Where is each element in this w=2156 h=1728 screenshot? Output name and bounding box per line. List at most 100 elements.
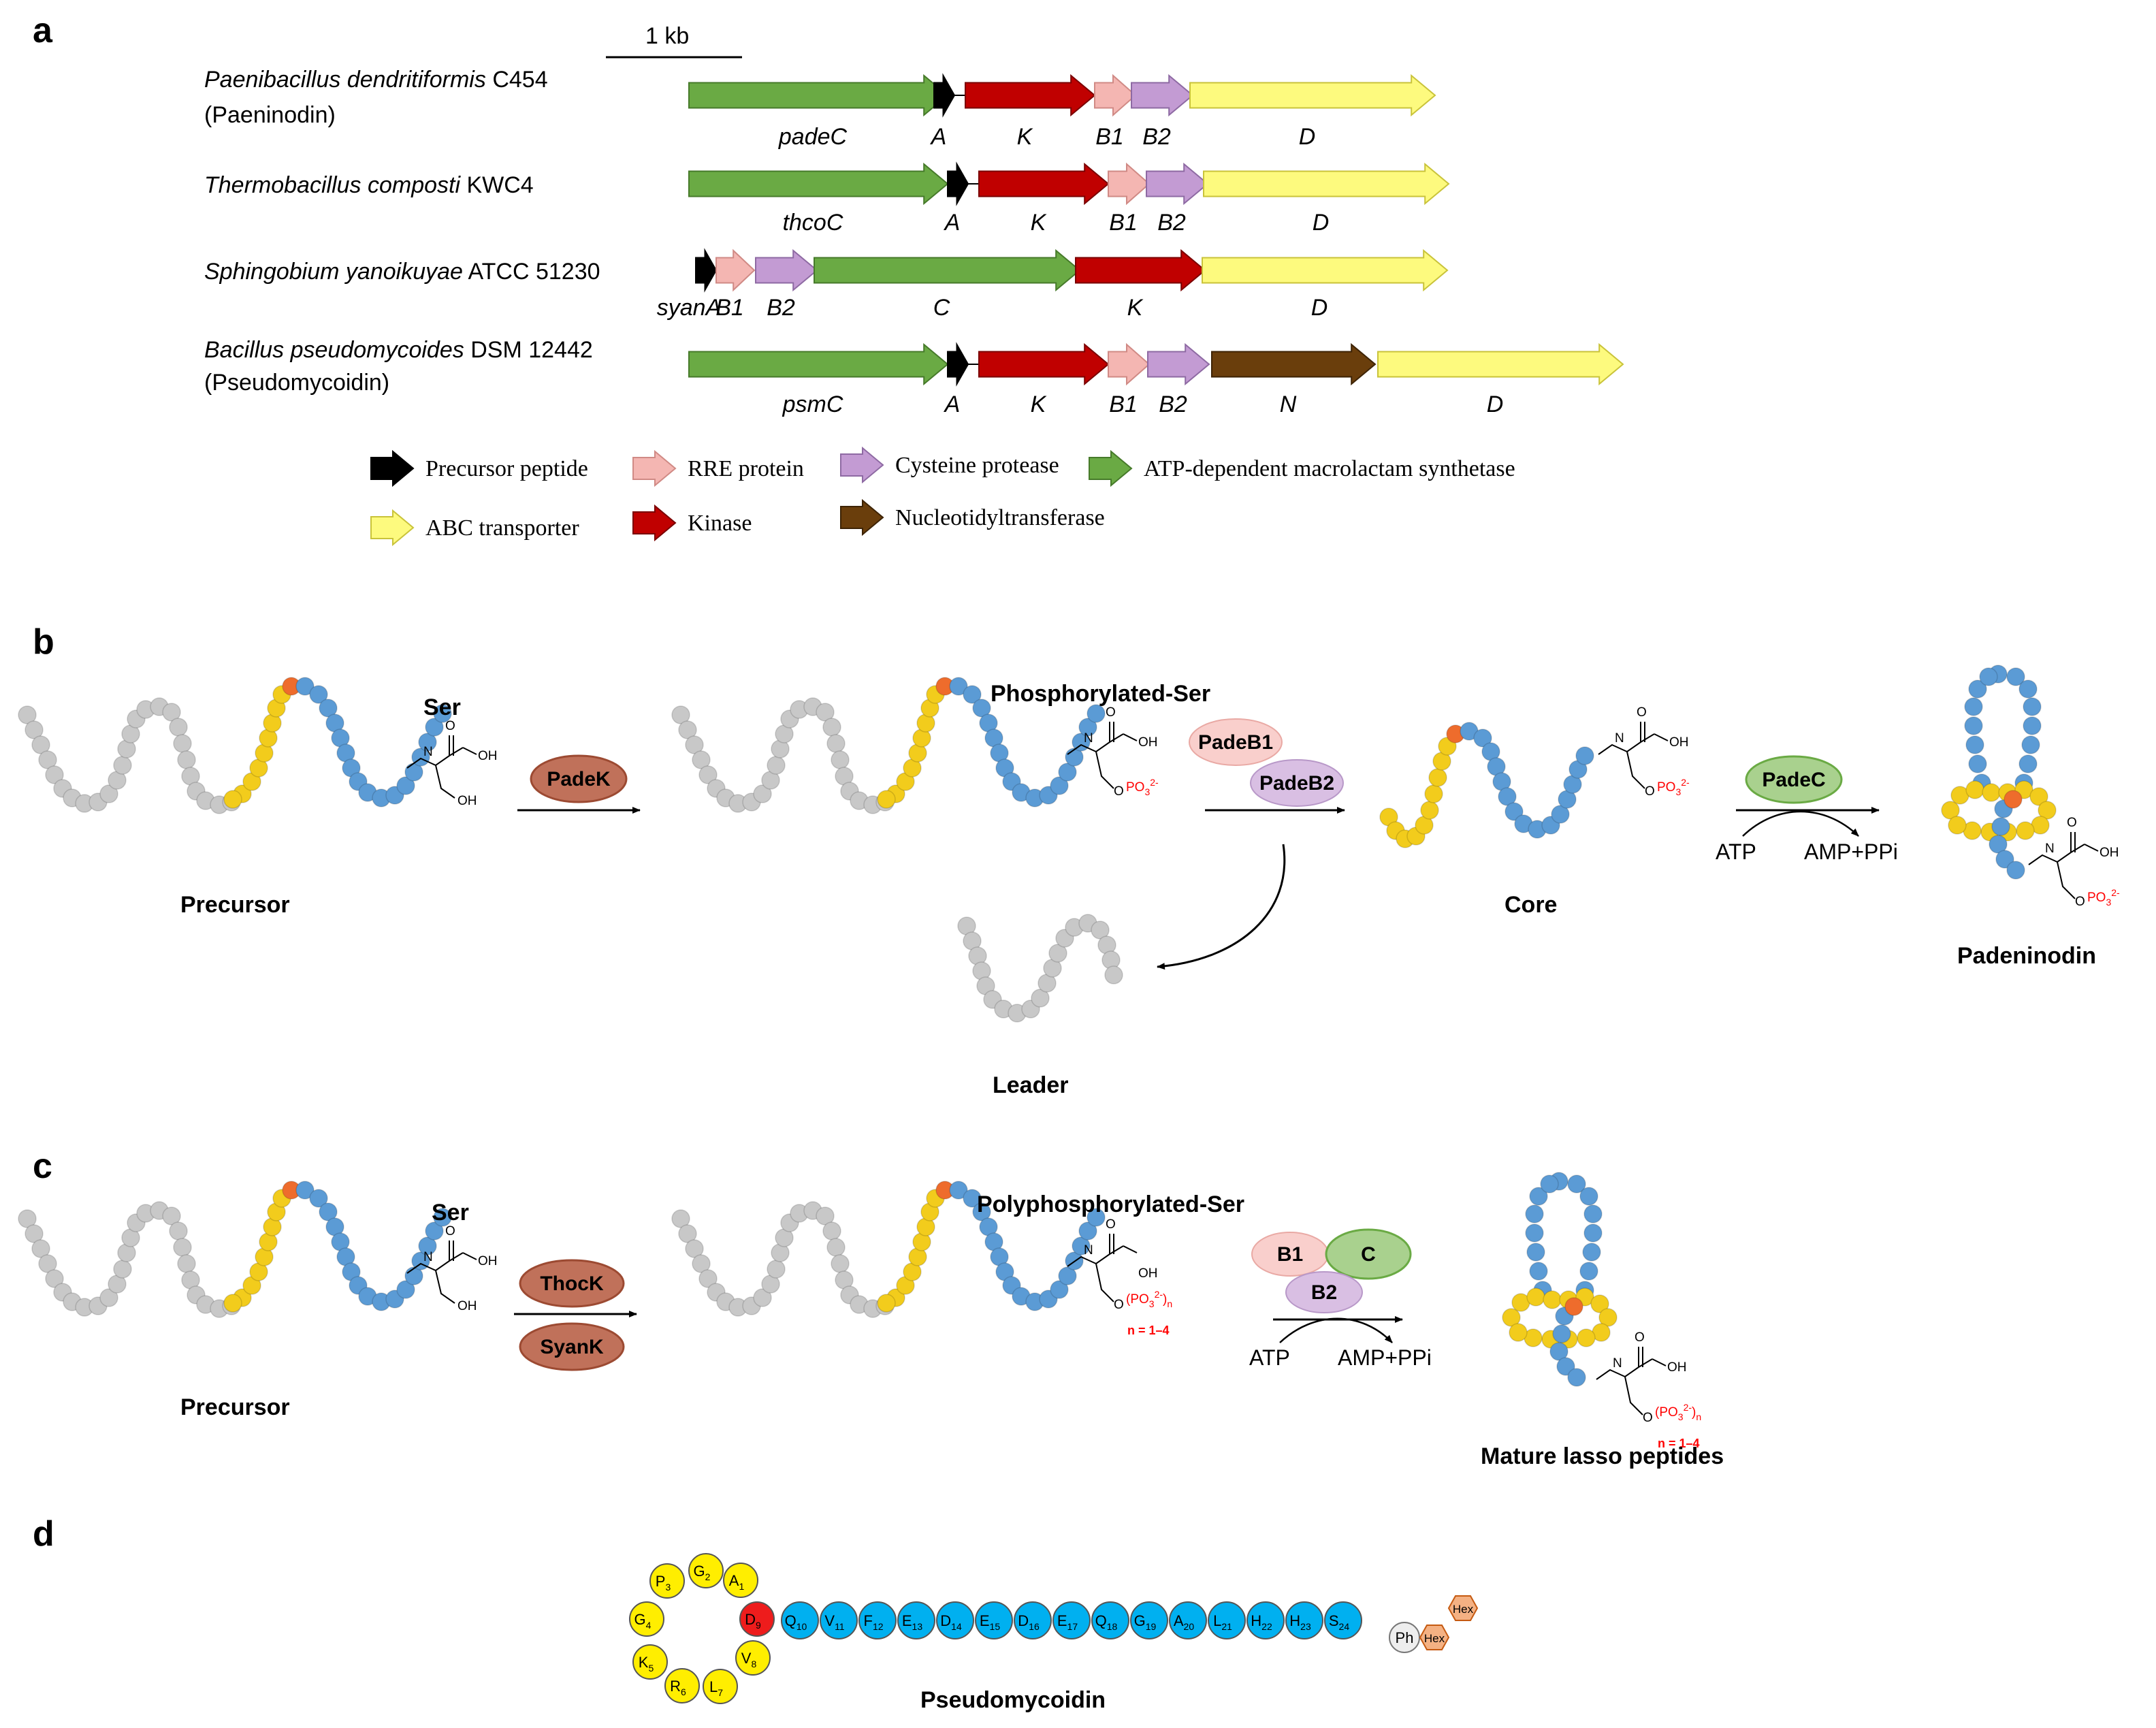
residue-label: K5 [639, 1654, 654, 1674]
gene-label-C: C [933, 295, 950, 321]
panel-a-gene-clusters: 1 kb Paenibacillus dendritiformis C454 (… [204, 23, 1624, 547]
residue-label: F12 [863, 1612, 883, 1632]
panel-c-pathway: Ser Polyphosphorylated-Ser N O OH OH Tho… [18, 1172, 1724, 1469]
padek-enzyme [530, 754, 628, 803]
gene-label-K: K [1017, 124, 1033, 150]
residue-bead [1505, 802, 1524, 821]
gene-label-D: D [1311, 295, 1328, 321]
core-label: Core [1505, 892, 1557, 918]
residue-label: L21 [1213, 1612, 1232, 1632]
residue-bead [162, 1206, 181, 1226]
residue-L7 [703, 1669, 738, 1704]
residue-label: V11 [824, 1612, 844, 1632]
padeb1-label: PadeB1 [1198, 731, 1273, 754]
residue-label: E13 [902, 1612, 922, 1632]
po3-label-4: PO32- [2087, 887, 2120, 908]
chem-oh-c1b: OH [457, 1299, 477, 1313]
residue-label: H23 [1289, 1612, 1311, 1632]
residue-bead [816, 703, 835, 722]
chem-n-3: N [1615, 731, 1624, 746]
organism-4: Bacillus pseudomycoides DSM 12442 [204, 337, 593, 363]
residue-bead [396, 1280, 415, 1299]
b2-enzyme-c [1285, 1271, 1363, 1313]
product-4: (Pseudomycoidin) [204, 370, 389, 396]
chem-o: O [445, 719, 455, 733]
gene-label-D: D [1487, 391, 1504, 417]
residue-label: A1 [729, 1572, 745, 1592]
precursor-chain-b [18, 677, 452, 814]
residue-bead [826, 1238, 846, 1257]
chem-o-4: O [1637, 705, 1647, 720]
residue-label: D14 [940, 1612, 962, 1632]
residue-bead [433, 1208, 452, 1227]
chem-o-c2: O [1106, 1217, 1116, 1232]
chem-o-3: O [1114, 784, 1124, 799]
residue-L21 [1208, 1601, 1246, 1639]
chem-oh-c2: OH [1138, 1266, 1158, 1281]
residue-A20 [1169, 1601, 1207, 1639]
residue-bead [38, 750, 57, 769]
residue-bead [1050, 1280, 1069, 1299]
n-range-c2: n = 1–4 [1127, 1324, 1170, 1337]
gene-label-B1: B1 [1109, 391, 1138, 417]
residue-bead [1087, 1208, 1106, 1227]
residue-bead [685, 1239, 704, 1258]
residue-D16 [1014, 1601, 1052, 1639]
gene-label-D: D [1299, 124, 1316, 150]
c-enzyme [1325, 1228, 1412, 1280]
residue-bead [1529, 1187, 1548, 1206]
legend-swatch-precursor [370, 449, 415, 487]
legend-label-kinase: Kinase [688, 511, 752, 536]
padec-enzyme [1745, 755, 1843, 804]
padeninodin-lasso [1941, 665, 2057, 880]
residue-E15 [975, 1601, 1013, 1639]
gene-arrow-B1 [1094, 74, 1137, 117]
residue-bead [18, 1209, 37, 1228]
residue-bead [1579, 1262, 1598, 1281]
residue-bead [2018, 679, 2038, 699]
residue-label: S24 [1329, 1612, 1349, 1632]
residue-bead [113, 1260, 132, 1279]
gene-label-A: A [930, 124, 947, 150]
panel-label-c: c [33, 1147, 52, 1186]
residue-V8 [735, 1640, 771, 1676]
residue-bead [162, 703, 181, 722]
panel-label-d: d [33, 1514, 54, 1554]
padeninodin-ser-structure [2028, 832, 2099, 899]
residue-H23 [1285, 1601, 1323, 1639]
residue-bead [963, 1189, 982, 1208]
gene-arrow-padeC [688, 74, 949, 117]
n-range-c3: n = 1–4 [1658, 1437, 1700, 1450]
residue-bead [1428, 768, 1447, 787]
residue-bead [396, 776, 415, 795]
phospho-ser-structure-3 [1598, 722, 1669, 789]
residue-label: P3 [656, 1573, 671, 1593]
residue-bead [1473, 729, 1492, 748]
gene-label-psmC: psmC [782, 391, 843, 417]
legend-swatch-rre [632, 449, 677, 487]
residue-bead [2023, 716, 2042, 735]
residue-bead [2006, 667, 2025, 686]
residue-bead [173, 1238, 192, 1257]
residue-bead [1552, 1324, 1571, 1343]
residue-bead [25, 1224, 44, 1243]
residue-bead [678, 720, 697, 739]
gene-arrow-D [1377, 342, 1624, 386]
residue-bead [1590, 1294, 1609, 1313]
residue-K5 [632, 1644, 668, 1680]
residue-bead [295, 677, 315, 696]
legend-swatch-nucleotidyl [840, 498, 884, 537]
residue-bead [1549, 1342, 1568, 1361]
panel-label-b: b [33, 622, 54, 662]
gene-arrow-A [947, 342, 969, 387]
residue-bead [671, 1209, 690, 1228]
precursor-label-b: Precursor [180, 892, 290, 918]
gene-label-A: A [944, 391, 961, 417]
chem-o-2: O [1106, 705, 1116, 720]
residue-bead [753, 784, 772, 803]
ser-structure-c1 [406, 1241, 477, 1304]
residue-label: H22 [1251, 1612, 1272, 1632]
